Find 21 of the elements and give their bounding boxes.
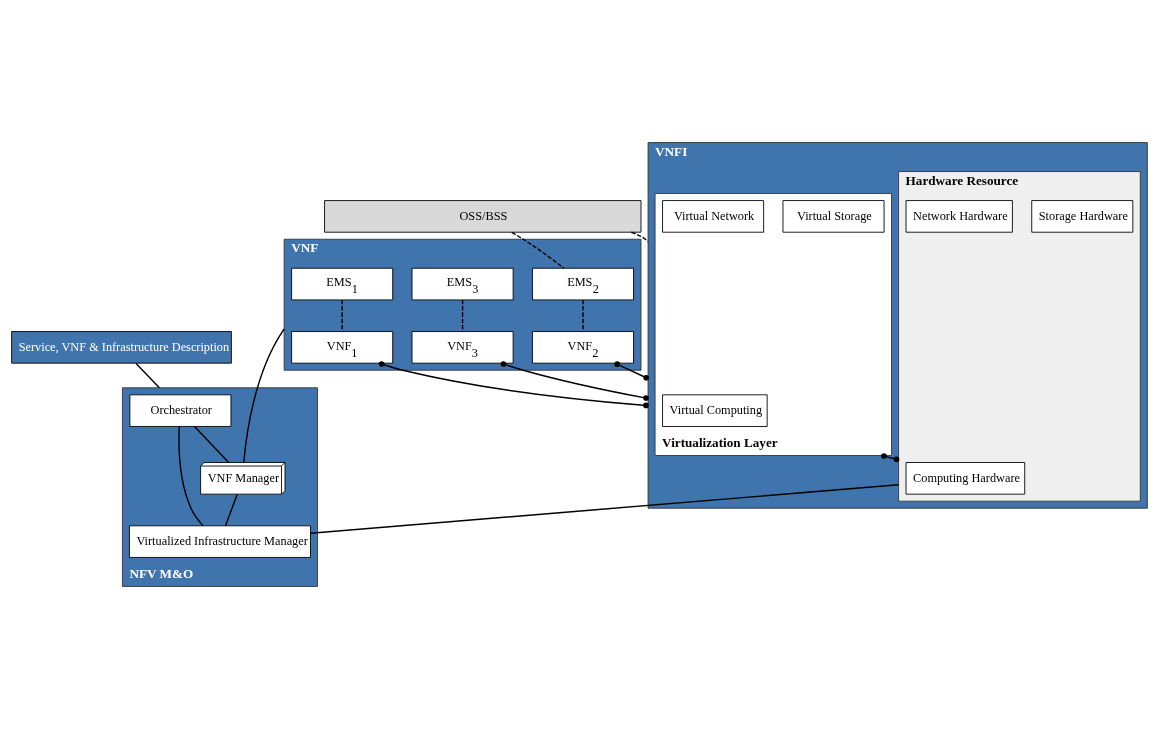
- connector: [378, 361, 649, 409]
- connector: [178, 425, 204, 527]
- connector: [630, 231, 649, 243]
- node-box: Network Hardware: [905, 200, 1013, 233]
- node-box: Service, VNF & Infrastructure Description: [11, 331, 232, 364]
- node-box: Virtualized Infrastructure Manager: [129, 525, 311, 558]
- node-box: Virtual Network: [662, 200, 765, 233]
- connector: [310, 484, 900, 534]
- node-box: Computing Hardware: [905, 462, 1026, 495]
- node-box: OSS/BSS: [324, 200, 642, 233]
- node-box: Virtual Computing: [662, 394, 768, 427]
- connector: [193, 425, 230, 464]
- node-box: Storage Hardware: [1031, 200, 1134, 233]
- node-box: Virtual Storage: [782, 200, 885, 233]
- connector: [614, 361, 649, 381]
- connector: [135, 362, 161, 389]
- connector: [511, 231, 565, 269]
- connector: [224, 493, 238, 527]
- connector: [500, 361, 649, 401]
- connector: [243, 328, 285, 463]
- node-box: Orchestrator: [129, 394, 232, 427]
